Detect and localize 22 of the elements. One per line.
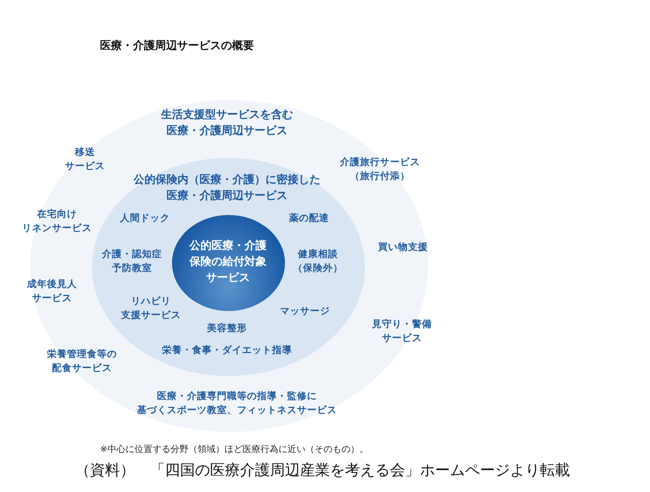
service-label: 買い物支援 [378, 241, 428, 255]
ring-heading: 生活支援型サービスを含む医療・介護周辺サービス [161, 107, 293, 139]
service-label: 人間ドック [120, 212, 170, 226]
service-label: 見守り・警備サービス [372, 318, 432, 346]
service-label: 在宅向けリネンサービス [22, 208, 92, 236]
service-label: 栄養・食事・ダイエット指導 [162, 344, 292, 358]
center-label: 公的医療・介護保険の給付対象サービス [190, 238, 266, 286]
service-label: 美容整形 [207, 322, 247, 336]
service-label: 医療・介護専門職等の指導・監修に基づくスポーツ教室、フィットネスサービス [137, 390, 337, 418]
service-label: 介護・認知症予防教室 [102, 248, 162, 276]
service-label: 移送サービス [65, 146, 105, 174]
footnote: ※中心に位置する分野（領域）ほど医療行為に近い（そのもの）。 [100, 444, 369, 456]
service-label: マッサージ [280, 305, 330, 319]
service-label: 成年後見人サービス [27, 278, 77, 306]
service-label: 介護旅行サービス（旅行付添） [340, 156, 420, 184]
ring-heading: 公的保険内（医療・介護）に密接した医療・介護周辺サービス [134, 172, 320, 204]
service-label: 栄養管理食等の配食サービス [47, 348, 117, 376]
service-label: リハビリ支援サービス [121, 295, 181, 323]
source-caption: （資料） 「四国の医療介護周辺産業を考える会」ホームページより転載 [75, 461, 570, 480]
service-label: 健康相談（保険外） [293, 248, 343, 276]
diagram-title: 医療・介護周辺サービスの概要 [100, 38, 254, 53]
service-label: 薬の配達 [289, 212, 329, 226]
